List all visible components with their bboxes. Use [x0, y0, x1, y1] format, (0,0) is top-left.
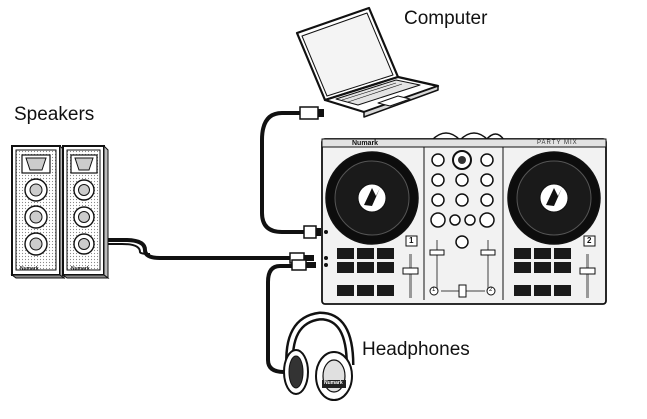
headphones-label: Headphones — [362, 339, 470, 360]
headphone-plug — [291, 259, 316, 271]
computer-label: Computer — [404, 8, 488, 29]
controller-brand: Numark — [352, 140, 379, 147]
laptop-usb-cable — [260, 111, 306, 234]
crossfader-left-number: 1 — [432, 287, 436, 293]
usb-plug-controller — [303, 225, 321, 239]
speaker-brand-label-right: Numark — [71, 266, 90, 272]
speaker-left — [10, 144, 66, 279]
headphones-illustration — [283, 311, 355, 401]
headphone-brand-label: Numark — [324, 380, 343, 386]
speaker-right — [61, 144, 110, 279]
crossfader-right-number: 2 — [489, 287, 493, 293]
speaker-brand-label: Numark — [20, 266, 39, 272]
usb-plug-laptop — [299, 106, 324, 120]
deck-left-number: 1 — [409, 236, 414, 245]
deck-right-number: 2 — [587, 236, 592, 245]
speakers-label: Speakers — [14, 104, 95, 125]
controller-model: PARTY MIX — [537, 140, 578, 146]
headphone-cable — [266, 264, 296, 374]
dj-controller — [321, 132, 607, 305]
laptop-illustration — [295, 6, 440, 118]
